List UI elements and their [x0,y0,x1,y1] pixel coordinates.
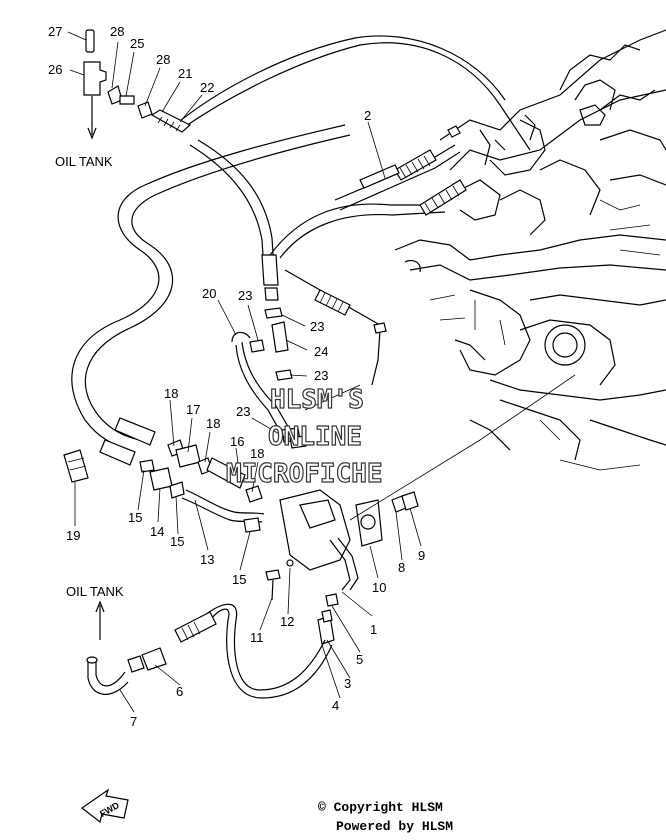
callout-13: 13 [200,552,214,567]
callout-22: 22 [200,80,214,95]
callout-8: 8 [398,560,405,575]
callout-15: 15 [232,572,246,587]
callout-19: 19 [66,528,80,543]
callout-18: 18 [206,416,220,431]
callout-7: 7 [130,714,137,729]
oil-tank-label-top: OIL TANK [55,154,113,169]
callout-26: 26 [48,62,62,77]
callout-6: 6 [176,684,183,699]
callout-10: 10 [372,580,386,595]
callout-21: 21 [178,66,192,81]
engine-block [394,29,666,471]
watermark-line3: MICROFICHE [226,459,383,489]
callout-15: 15 [170,534,184,549]
callout-9: 9 [418,548,425,563]
callout-28: 28 [156,52,170,67]
oil-pump [86,374,576,699]
callout-23: 23 [238,288,252,303]
callout-16: 16 [230,434,244,449]
callout-11: 11 [250,630,264,645]
callout-28: 28 [110,24,124,39]
callout-3: 3 [344,676,351,691]
watermark-line2: ONLINE [268,422,362,452]
cables [71,35,531,451]
callout-numbers: 27 26 28 25 28 21 22 2 20 23 23 24 23 23… [48,24,425,729]
callout-17: 17 [186,402,200,417]
powered-by-text: Powered by HLSM [336,819,453,834]
callout-5: 5 [356,652,363,667]
callout-14: 14 [150,524,164,539]
callout-23: 23 [236,404,250,419]
upper-fittings [83,29,192,140]
callout-1: 1 [370,622,377,637]
middle-parts [63,307,307,533]
callout-23: 23 [314,368,328,383]
callout-18: 18 [164,386,178,401]
callout-20: 20 [202,286,216,301]
callout-4: 4 [332,698,339,713]
callout-24: 24 [314,344,328,359]
callout-23: 23 [310,319,324,334]
callout-18: 18 [250,446,264,461]
copyright-text: © Copyright HLSM [318,800,443,815]
fwd-arrow-icon: FWD [80,788,129,824]
callout-27: 27 [48,24,62,39]
callout-12: 12 [280,614,294,629]
callout-2: 2 [364,108,371,123]
oil-tank-label-bottom: OIL TANK [66,584,124,599]
leader-lines [67,31,422,713]
watermark-line1: HLSM'S [270,385,364,415]
callout-25: 25 [130,36,144,51]
callout-15: 15 [128,510,142,525]
